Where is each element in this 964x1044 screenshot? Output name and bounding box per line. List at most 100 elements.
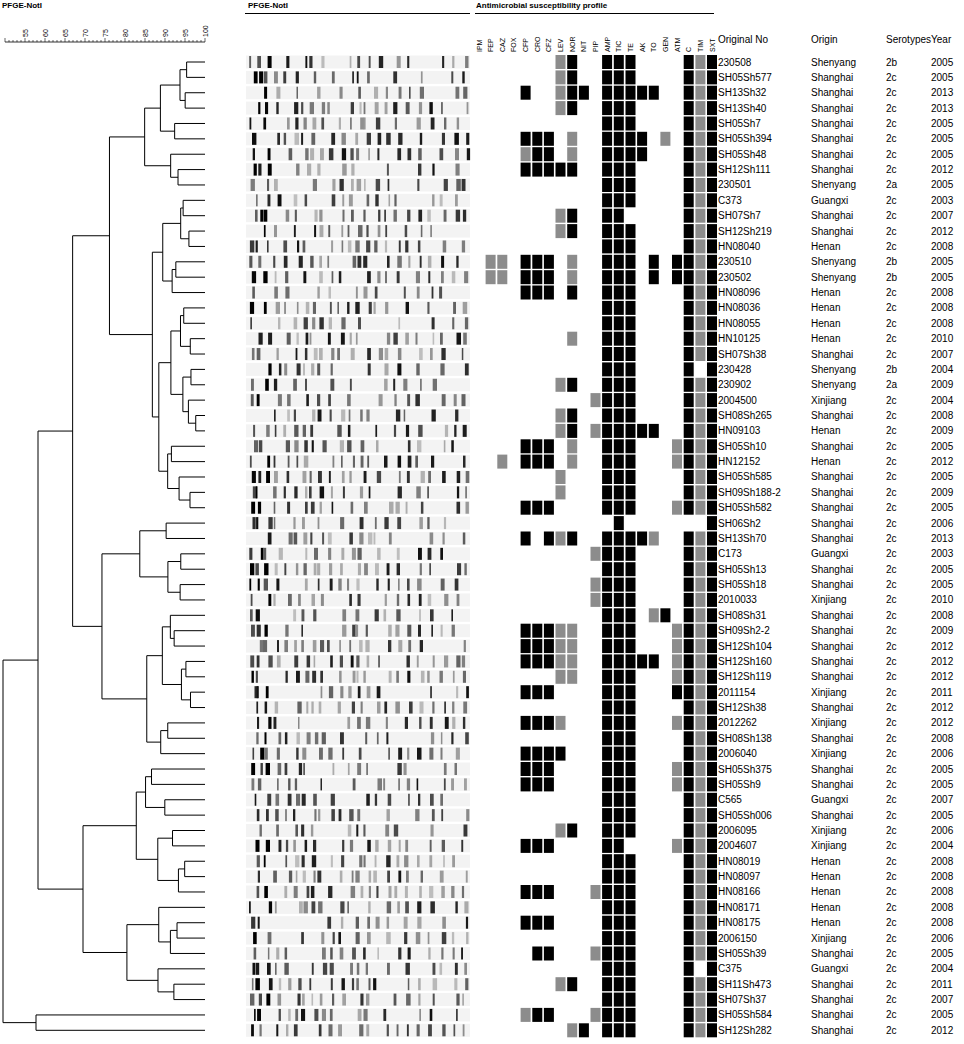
- gel-band: [431, 625, 433, 637]
- ruler-label: 95: [181, 29, 190, 37]
- gel-band: [407, 671, 410, 683]
- gel-band: [440, 333, 443, 345]
- resistant-cell: [602, 55, 612, 69]
- gel-band: [284, 640, 288, 652]
- resistant-cell: [707, 916, 717, 930]
- gel-band: [416, 363, 419, 375]
- resistant-cell: [707, 163, 717, 177]
- gel-band: [385, 271, 387, 283]
- gel-band: [452, 702, 454, 714]
- gel-band: [383, 1009, 386, 1021]
- intermediate-cell: [567, 255, 577, 269]
- intermediate-cell: [591, 424, 601, 438]
- drug-header: TIC: [614, 41, 623, 52]
- dendrogram-branch: [146, 807, 165, 808]
- ruler-label: 60: [41, 29, 50, 37]
- dendrogram-branch: [168, 488, 179, 489]
- intermediate-cell: [695, 117, 705, 131]
- intermediate-cell: [567, 639, 577, 653]
- dendrogram-branch: [171, 154, 205, 155]
- gel-band: [295, 210, 297, 222]
- resistant-cell: [567, 55, 577, 69]
- gel-band: [297, 87, 299, 99]
- intermediate-cell: [556, 409, 566, 423]
- dendrogram-branch: [3, 1022, 36, 1023]
- gel-band: [285, 287, 289, 299]
- gel-lane: [246, 763, 470, 776]
- gel-band: [384, 702, 387, 714]
- table-cell: Shanghai: [811, 86, 853, 99]
- gel-band: [295, 778, 297, 790]
- gel-band: [464, 640, 466, 652]
- drug-header: TE: [626, 43, 635, 52]
- gel-lane: [246, 440, 470, 453]
- gel-band: [327, 102, 330, 114]
- gel-band: [406, 994, 411, 1006]
- gel-band: [387, 164, 389, 176]
- resistant-cell: [544, 685, 554, 699]
- resistant-cell: [684, 793, 694, 807]
- dendrogram-branch: [147, 655, 163, 656]
- resistant-cell: [684, 501, 694, 515]
- gel-band: [313, 794, 317, 806]
- gel-band: [377, 947, 379, 959]
- gel-band: [465, 732, 469, 744]
- dendrogram-branch: [177, 938, 205, 939]
- gel-band: [399, 240, 401, 252]
- dendrogram-branch: [152, 416, 158, 417]
- table-cell: Shenyang: [811, 378, 856, 391]
- gel-band: [264, 855, 266, 867]
- resistant-cell: [614, 362, 624, 376]
- resistant-cell: [614, 624, 624, 638]
- resistant-cell: [637, 654, 647, 668]
- gel-band: [277, 640, 279, 652]
- gel-band: [393, 379, 395, 391]
- gel-band: [366, 963, 368, 975]
- gel-band: [368, 532, 372, 544]
- gel-band: [466, 917, 468, 929]
- gel-band: [366, 240, 370, 252]
- drug-header: CFZ: [544, 38, 553, 52]
- gel-band: [297, 702, 301, 714]
- intermediate-cell: [672, 762, 682, 776]
- resistant-cell: [626, 439, 636, 453]
- table-cell: 2c: [886, 225, 897, 238]
- gel-band: [462, 886, 464, 898]
- gel-band: [331, 978, 333, 990]
- gel-band: [442, 394, 446, 406]
- gel-band: [444, 778, 446, 790]
- gel-band: [393, 102, 397, 114]
- intermediate-cell: [695, 316, 705, 330]
- gel-band: [330, 379, 334, 391]
- resistant-cell: [672, 255, 682, 269]
- gel-band: [328, 225, 330, 237]
- gel-band: [255, 563, 259, 575]
- intermediate-cell: [695, 163, 705, 177]
- gel-band: [305, 56, 307, 68]
- table-cell: 230501: [718, 178, 751, 191]
- resistant-cell: [602, 455, 612, 469]
- gel-lane: [246, 194, 470, 207]
- intermediate-cell: [591, 593, 601, 607]
- gel-band: [322, 732, 326, 744]
- gel-band: [364, 471, 367, 483]
- resistant-cell: [567, 824, 577, 838]
- resistant-cell: [567, 209, 577, 223]
- gel-band: [274, 71, 278, 83]
- dendrogram-branch: [73, 235, 110, 236]
- ruler-tick: [77, 40, 78, 42]
- gel-band: [456, 994, 459, 1006]
- resistant-cell: [626, 332, 636, 346]
- gel-band: [358, 256, 362, 268]
- gel-band: [387, 871, 390, 883]
- gel-band: [430, 532, 434, 544]
- gel-band: [302, 794, 306, 806]
- dendrogram-branch: [38, 889, 83, 890]
- intermediate-cell: [695, 132, 705, 146]
- resistant-cell: [707, 624, 717, 638]
- resistant-cell: [626, 239, 636, 253]
- gel-band: [320, 148, 324, 160]
- intermediate-cell: [672, 716, 682, 730]
- resistant-cell: [637, 424, 647, 438]
- gel-band: [303, 271, 306, 283]
